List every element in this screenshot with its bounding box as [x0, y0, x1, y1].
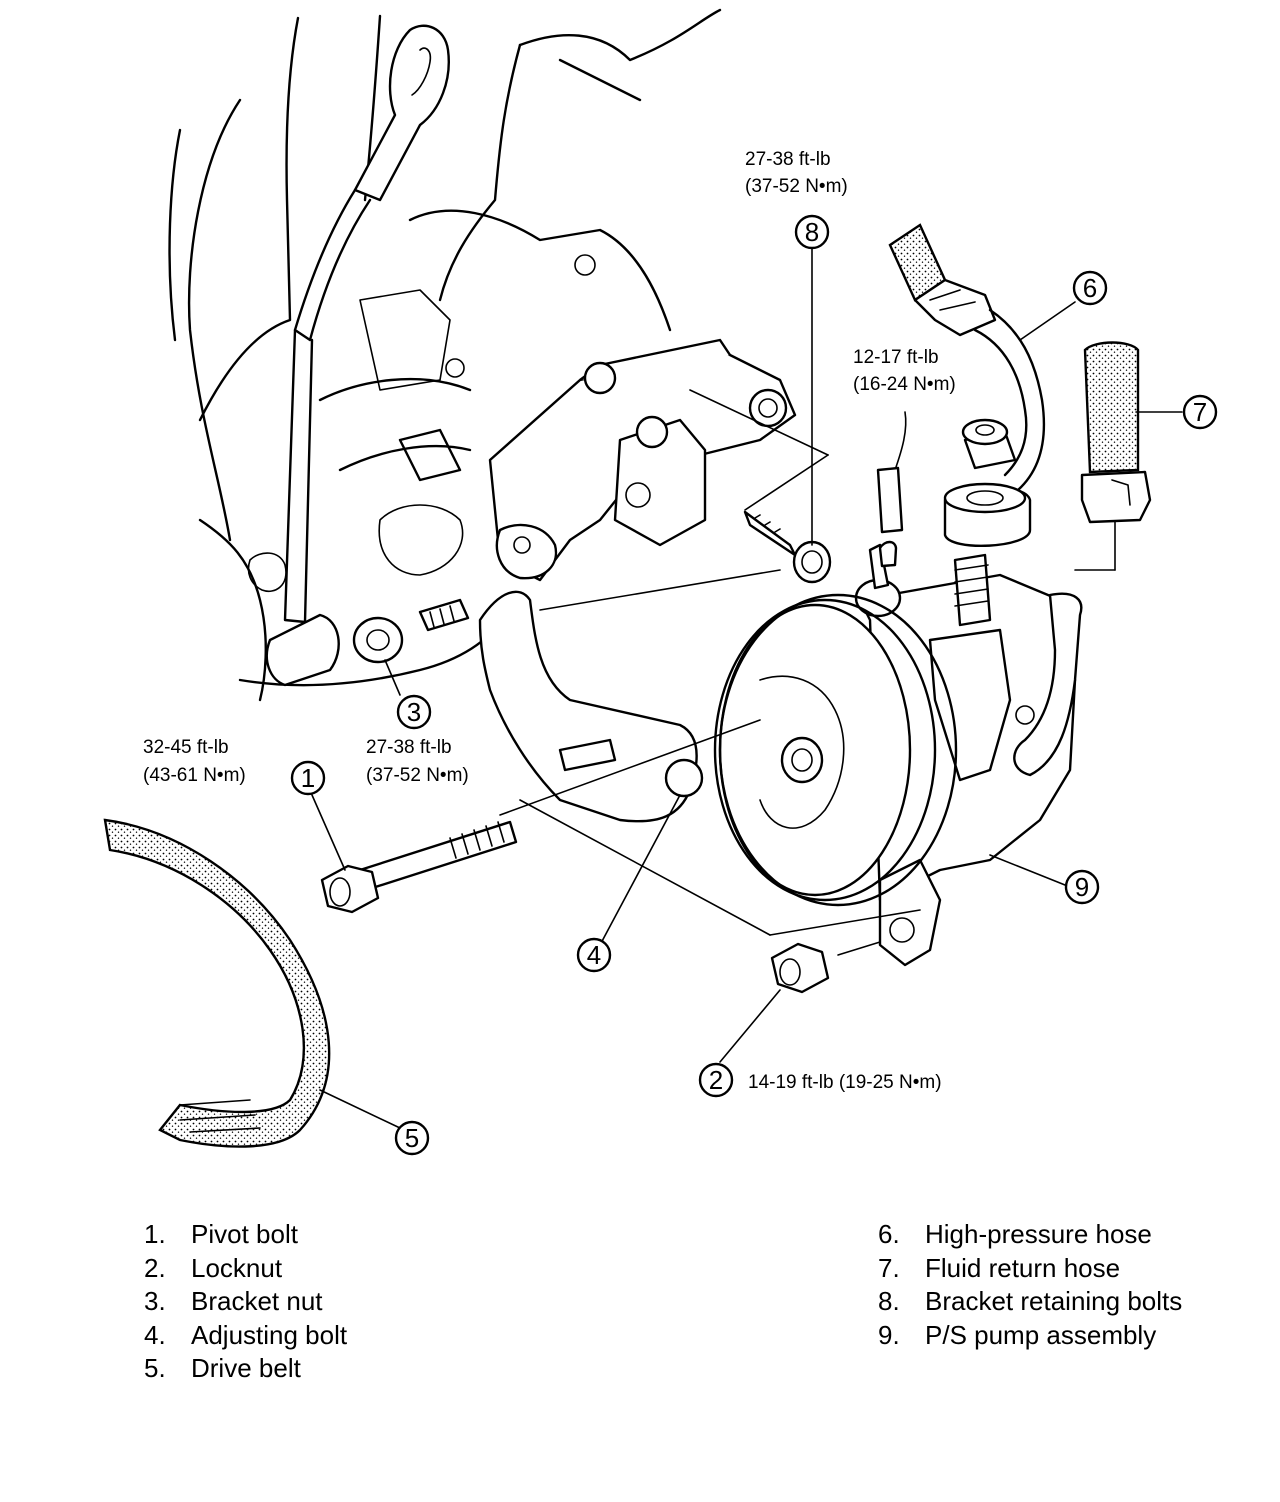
callout-1-number: 1: [301, 763, 315, 793]
leader-lines: [311, 247, 1183, 1129]
legend-number: 1.: [144, 1219, 166, 1249]
callout-6-number: 6: [1083, 273, 1097, 303]
power-steering-pump-diagram: 8 6 7 3 1 4 9 2 5 27-38 ft-lb (37-52 N•m…: [103, 8, 1218, 1156]
legend-item-adjusting-bolt: 4. Adjusting bolt: [144, 1319, 347, 1353]
callout-9: 9: [1064, 869, 1100, 905]
callout-9-number: 9: [1075, 872, 1089, 902]
legend-label: Bracket retaining bolts: [925, 1286, 1183, 1316]
hose-fitting: [876, 411, 1032, 568]
bracket-nut: [352, 598, 470, 664]
legend-number: 5.: [144, 1353, 166, 1383]
bracket-retaining-bolt: [743, 510, 832, 584]
legend-number: 4.: [144, 1319, 166, 1350]
legend-label: Bracket nut: [191, 1286, 323, 1316]
legend-item-bracket-nut: 3. Bracket nut: [144, 1285, 347, 1319]
torque-spec-line: 27-38 ft-lb: [745, 149, 831, 170]
legend-label: Adjusting bolt: [191, 1319, 348, 1350]
legend-number: 3.: [144, 1286, 166, 1316]
torque-spec-locknut: 14-19 ft-lb (19-25 N•m): [748, 1072, 942, 1093]
torque-spec-bracket-bolts: 27-38 ft-lb (37-52 N•m): [745, 149, 848, 197]
legend-number: 7.: [878, 1252, 900, 1283]
legend-item-bracket-retaining-bolts: 8. Bracket retaining bolts: [878, 1285, 1182, 1319]
torque-spec-line: (16-24 N•m): [853, 374, 956, 395]
legend-label: Locknut: [191, 1252, 283, 1283]
torque-spec-line: (43-61 N•m): [143, 765, 246, 786]
callout-6: 6: [1072, 270, 1108, 306]
drive-belt: [103, 818, 331, 1148]
locknut: [770, 942, 830, 994]
pivot-bolt: [320, 820, 518, 914]
legend-label: Drive belt: [191, 1353, 301, 1383]
callout-2: 2: [698, 1062, 734, 1098]
legend-label: High-pressure hose: [925, 1219, 1152, 1249]
torque-spec-line: (37-52 N•m): [745, 176, 848, 197]
callout-1: 1: [290, 760, 326, 796]
legend-number: 9.: [878, 1319, 900, 1350]
callout-8: 8: [794, 214, 830, 250]
legend-item-fluid-return-hose: 7. Fluid return hose: [878, 1252, 1182, 1286]
callout-8-number: 8: [805, 217, 819, 247]
callout-7-number: 7: [1193, 397, 1207, 427]
callout-4-number: 4: [587, 940, 601, 970]
torque-spec-pivot-bolt: 32-45 ft-lb (43-61 N•m): [143, 737, 246, 786]
legend-item-locknut: 2. Locknut: [144, 1252, 347, 1286]
torque-spec-line: 12-17 ft-lb: [853, 347, 939, 368]
torque-spec-line: 32-45 ft-lb: [143, 737, 229, 758]
torque-spec-hose-fitting: 12-17 ft-lb (16-24 N•m): [853, 347, 956, 395]
fluid-return-hose: [1080, 341, 1152, 524]
legend-item-high-pressure-hose: 6. High-pressure hose: [878, 1218, 1182, 1252]
engine-block: [168, 8, 722, 702]
torque-spec-line: 14-19 ft-lb (19-25 N•m): [748, 1072, 942, 1093]
legend-label: Fluid return hose: [925, 1252, 1121, 1283]
torque-spec-line: 27-38 ft-lb: [366, 737, 452, 758]
parts-legend-left: 1. Pivot bolt 2. Locknut 3. Bracket nut …: [144, 1218, 347, 1386]
callout-5: 5: [394, 1120, 430, 1156]
legend-label: Pivot bolt: [191, 1219, 298, 1249]
parts-legend-right: 6. High-pressure hose 7. Fluid return ho…: [878, 1218, 1182, 1352]
callout-4: 4: [576, 937, 612, 973]
dipstick: [265, 24, 450, 687]
legend-number: 6.: [878, 1219, 900, 1249]
callout-7: 7: [1182, 394, 1218, 430]
pump-assembly: [713, 543, 1083, 967]
callout-3-number: 3: [407, 697, 421, 727]
legend-number: 2.: [144, 1252, 166, 1283]
pump-bracket: [478, 338, 797, 823]
legend-item-pivot-bolt: 1. Pivot bolt: [144, 1218, 347, 1252]
callout-3: 3: [396, 694, 432, 730]
legend-item-ps-pump-assembly: 9. P/S pump assembly: [878, 1319, 1182, 1353]
legend-label: P/S pump assembly: [925, 1319, 1157, 1350]
torque-spec-bracket-nut: 27-38 ft-lb (37-52 N•m): [366, 737, 469, 786]
legend-number: 8.: [878, 1286, 900, 1316]
legend-item-drive-belt: 5. Drive belt: [144, 1352, 347, 1386]
high-pressure-hose: [888, 223, 1046, 492]
torque-spec-line: (37-52 N•m): [366, 765, 469, 786]
callout-2-number: 2: [709, 1065, 723, 1095]
callout-5-number: 5: [405, 1123, 419, 1153]
